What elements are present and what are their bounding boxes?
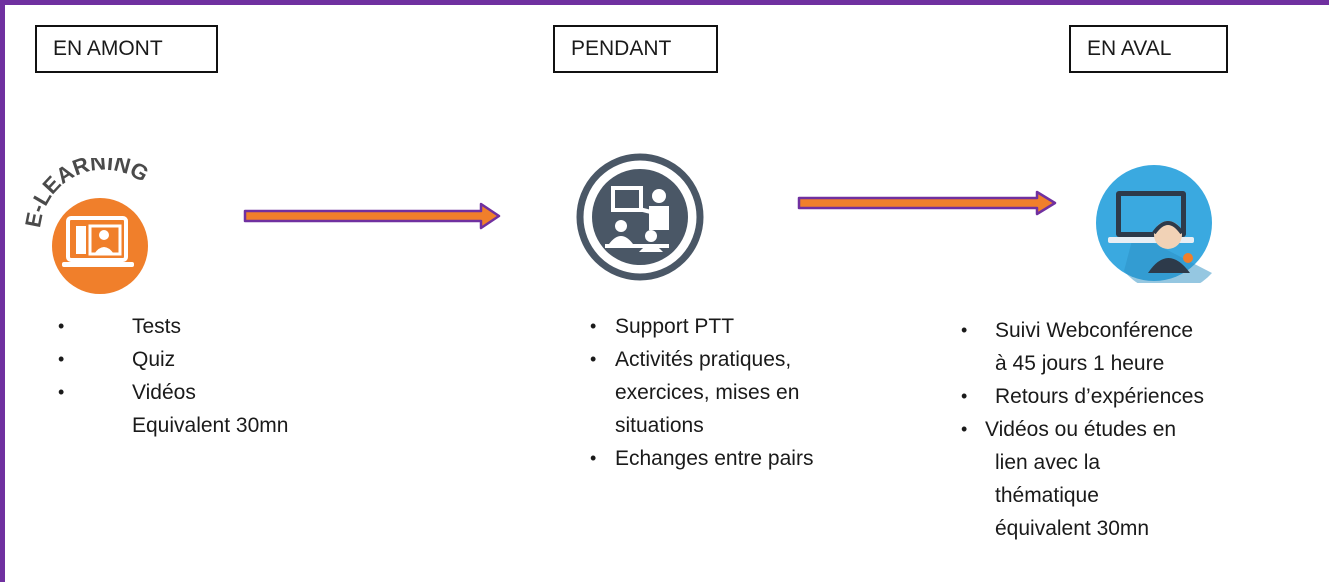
- list-item: •Retours d’expériences: [961, 385, 1204, 408]
- list-item: situations: [615, 414, 704, 437]
- before-activities-list: •Tests •Quiz •Vidéos Equivalent 30mn: [58, 310, 288, 442]
- arrow-before-to-during: [243, 202, 501, 230]
- during-activities-list: •Support PTT •Activités pratiques, exerc…: [590, 310, 813, 475]
- list-item: Equivalent 30mn: [132, 414, 289, 437]
- list-item: à 45 jours 1 heure: [995, 352, 1165, 375]
- list-item: •Echanges entre pairs: [590, 447, 814, 470]
- list-item: •Suivi Webconférence: [961, 319, 1194, 342]
- classroom-icon: [576, 153, 704, 281]
- list-item: •Vidéos: [58, 381, 196, 404]
- elearning-icon: E-LEARNING: [20, 158, 153, 294]
- list-item: exercices, mises en: [615, 381, 800, 404]
- list-item: •Quiz: [58, 348, 176, 371]
- list-item: lien avec la: [995, 451, 1101, 474]
- list-item: •Tests: [58, 315, 182, 338]
- arrow-during-to-after: [797, 190, 1057, 216]
- list-item: •Support PTT: [590, 315, 735, 338]
- phase-during-label: PENDANT: [553, 25, 718, 73]
- list-item: •Vidéos ou études en: [961, 418, 1177, 441]
- phase-before-label: EN AMONT: [35, 25, 218, 73]
- phase-after-label: EN AVAL: [1069, 25, 1228, 73]
- after-activities-list: •Suivi Webconférence à 45 jours 1 heure …: [961, 314, 1204, 545]
- list-item: thématique: [995, 484, 1099, 507]
- webconference-icon: [1096, 165, 1212, 283]
- list-item: •Activités pratiques,: [590, 348, 792, 371]
- list-item: équivalent 30mn: [995, 517, 1150, 540]
